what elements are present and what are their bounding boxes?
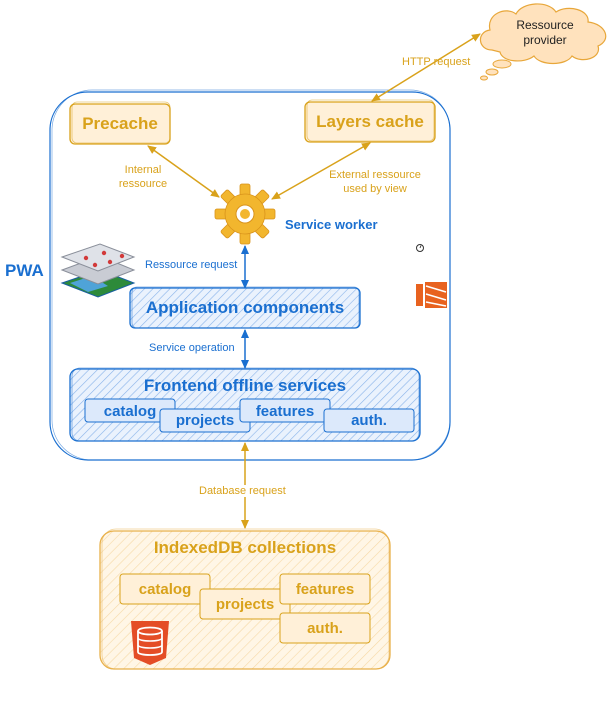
cloud-label-line2: provider [523,33,567,47]
db-auth-label: auth. [307,620,343,637]
db-features-box [279,573,371,605]
external-resource-arrow [271,142,371,200]
internal-resource-arrow [147,145,220,198]
fe-catalog-label: catalog [103,403,157,420]
internal-resource-line1: Internal [124,164,162,176]
layers-cache-box [304,101,436,143]
precache-title: Precache [82,114,158,133]
pwa-title: PWA [5,261,44,280]
db-catalog-label: catalog [138,581,192,598]
cloud-label-line1: Ressource [516,18,574,32]
http-request-label: HTTP request [402,56,471,68]
html5-icon [131,621,169,665]
fe-auth-label: auth. [351,412,387,429]
resource-request-label: Ressource request [145,259,238,271]
fe-features-label: features [255,403,315,420]
indexeddb-title: IndexedDB collections [153,538,337,557]
internal-resource-line2: ressource [118,178,168,190]
external-resource-line1: External ressource [329,169,421,181]
fe-projects-label: projects [175,412,235,429]
frontend-services-title: Frontend offline services [143,376,347,395]
gear-icon [214,183,276,245]
clock-icon [416,244,424,252]
cloud-label: Ressource provider [495,18,595,48]
database-request-label: Database request [198,485,287,497]
db-auth-box [279,612,371,644]
stack-icon [416,282,447,308]
fe-auth-box [323,408,415,433]
layers-cache-title: Layers cache [316,112,424,131]
app-components-title: Application components [145,298,345,317]
internal-resource-label: Internal ressource [113,163,173,191]
db-projects-label: projects [215,596,275,613]
map-layers-icon [60,243,136,298]
resource-provider-cloud [479,3,607,81]
external-resource-line2: used by view [343,183,407,195]
service-worker-label: Service worker [285,217,378,232]
db-features-label: features [295,581,355,598]
http-request-arrow [371,33,481,102]
service-operation-label: Service operation [149,342,235,354]
external-resource-label: External ressource used by view [322,168,428,196]
